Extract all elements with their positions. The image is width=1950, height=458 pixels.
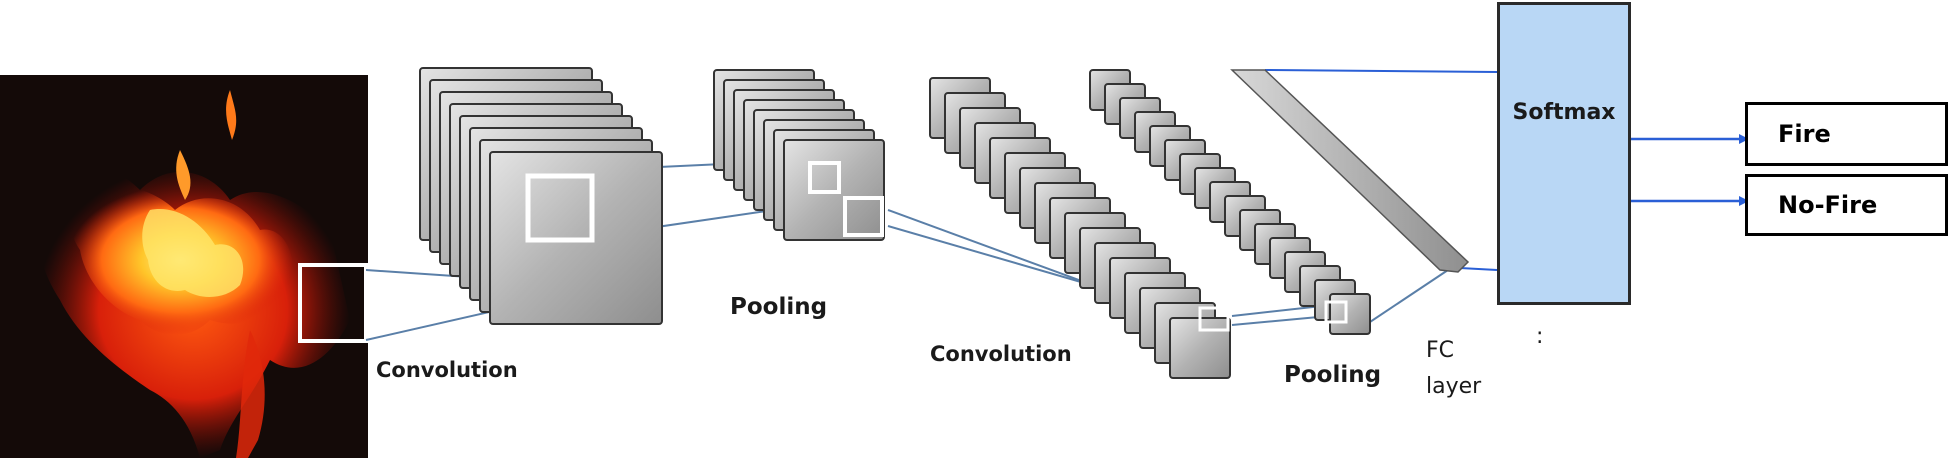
- fc-label-line2: layer: [1426, 374, 1482, 399]
- softmax-label: Softmax: [1512, 100, 1616, 125]
- convolution-1-feature-maps: [419, 67, 663, 325]
- convolution-1-label: Convolution: [376, 358, 518, 382]
- convolution-2-label: Convolution: [930, 342, 1072, 366]
- output-no-fire-label: No-Fire: [1778, 191, 1878, 219]
- pooling-2-label: Pooling: [1284, 362, 1382, 388]
- receptive-field-box-6: [1324, 300, 1348, 324]
- receptive-field-box-5: [1198, 306, 1230, 332]
- pool2-plate-17: [1329, 293, 1371, 335]
- pooling-2-feature-maps: [1089, 69, 1371, 335]
- receptive-field-box-3: [808, 161, 841, 194]
- receptive-field-box-4: [843, 196, 884, 237]
- fc-connector-top: [1264, 69, 1498, 73]
- softmax-box: Softmax: [1497, 2, 1631, 305]
- output-fire-box: Fire: [1745, 102, 1948, 166]
- receptive-field-box-2: [525, 173, 595, 243]
- fc-connector-bottom: [1459, 267, 1498, 271]
- pooling-1-label: Pooling: [730, 294, 828, 320]
- output-no-fire-box: No-Fire: [1745, 174, 1948, 236]
- output-fire-label: Fire: [1778, 120, 1831, 148]
- fc-layer-bar: [1230, 69, 1470, 273]
- colon-mark: :: [1536, 324, 1544, 349]
- convolution-2-feature-maps: [929, 77, 1231, 379]
- fc-label-line1: FC: [1426, 338, 1455, 363]
- fire-input-image: [0, 75, 368, 458]
- receptive-field-box-1: [298, 263, 368, 343]
